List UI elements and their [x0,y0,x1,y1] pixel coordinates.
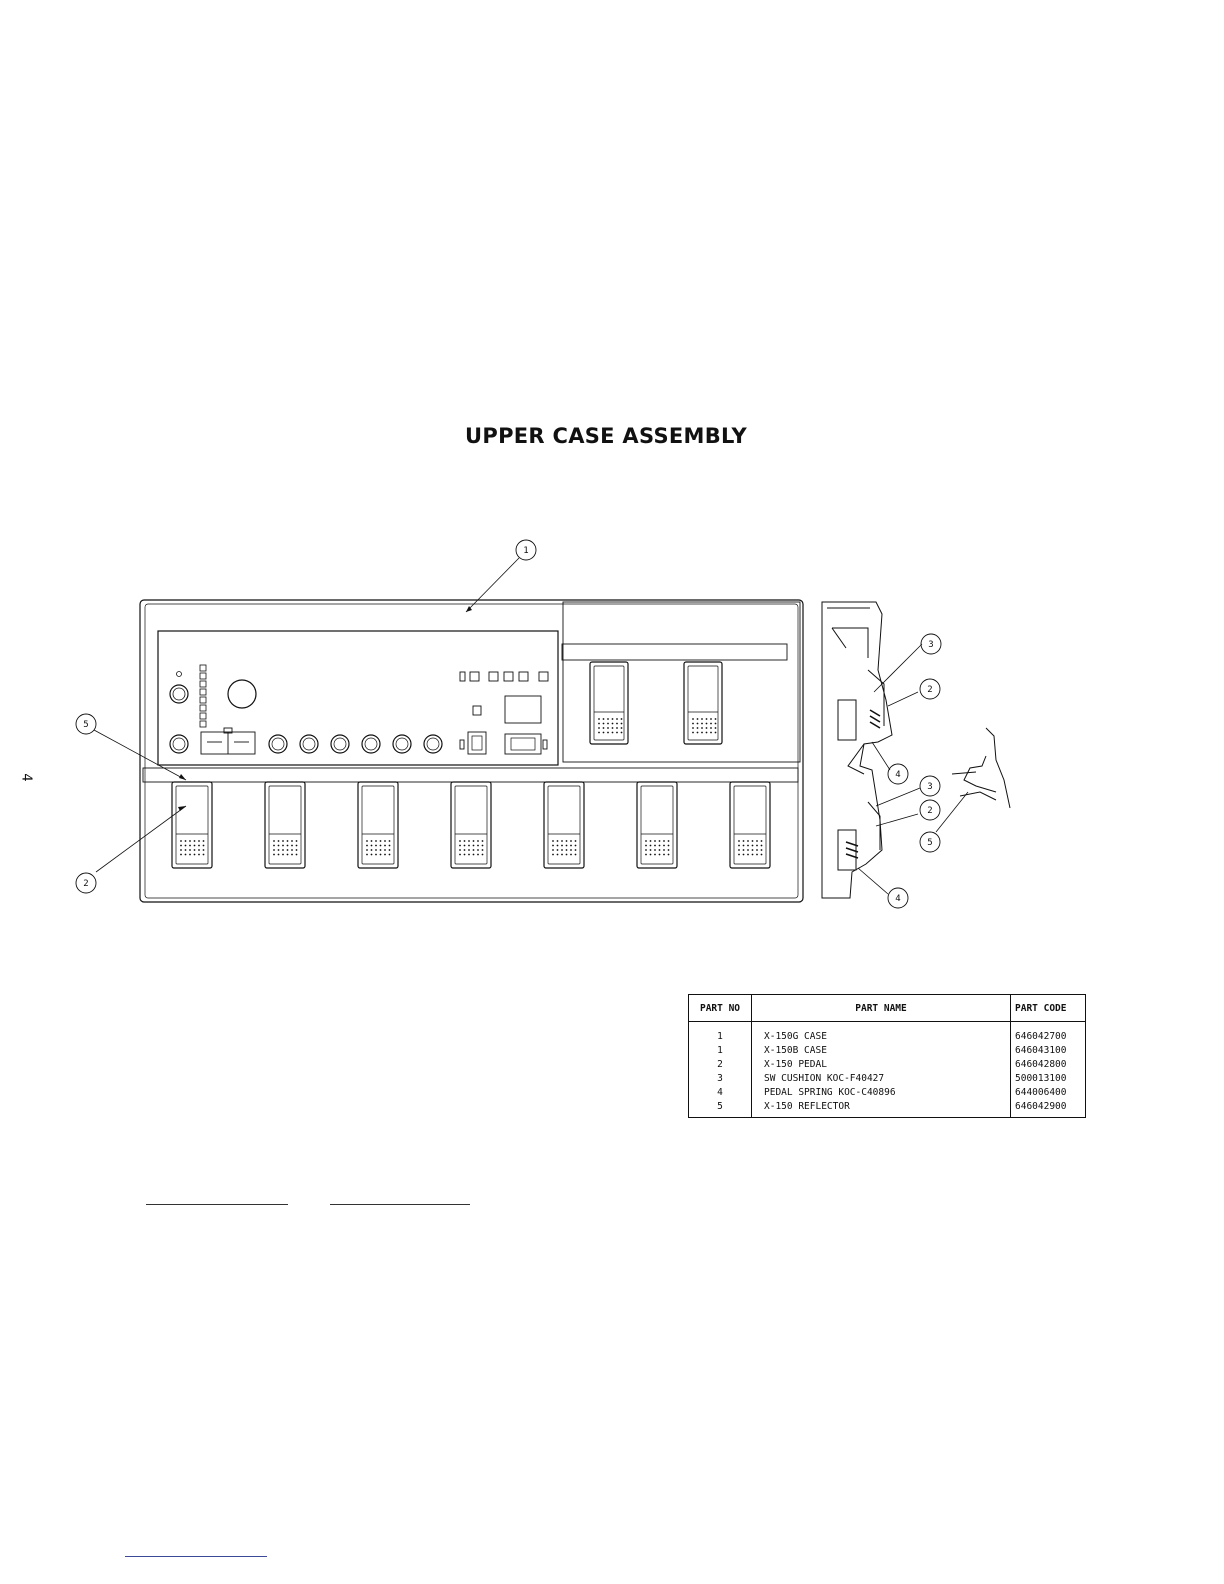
panel-buttons [460,672,548,715]
cell-part-name: X-150 REFLECTOR [752,1100,1011,1118]
table-header-row: PART NO PART NAME PART CODE [689,995,1086,1022]
cell-part-name: X-150 PEDAL [752,1058,1011,1072]
divider-line [330,1204,470,1205]
callout-5-label: 5 [83,720,88,730]
cell-part-code: 644006400 [1011,1086,1086,1100]
lower-pedals [172,782,770,868]
cell-part-no: 1 [689,1022,752,1045]
table-row: 2 X-150 PEDAL 646042800 [689,1058,1086,1072]
power-connector [201,728,255,754]
led-column [200,665,206,727]
header-part-name: PART NAME [752,995,1011,1022]
cell-part-name: X-150G CASE [752,1022,1011,1045]
reflector-detail [952,728,1010,808]
dial-icon [228,680,256,708]
callout-4-label: 4 [895,894,900,904]
header-part-code: PART CODE [1011,995,1086,1022]
cell-part-code: 646042700 [1011,1022,1086,1045]
cell-part-no: 2 [689,1058,752,1072]
cell-part-code: 646042900 [1011,1100,1086,1118]
table-row: 5 X-150 REFLECTOR 646042900 [689,1100,1086,1118]
callout-2-label: 2 [927,806,932,816]
cell-part-name: SW CUSHION KOC-F40427 [752,1072,1011,1086]
header-part-no: PART NO [689,995,752,1022]
upper-case-assembly-diagram: 1 5 2 3 2 4 3 2 5 4 [0,530,1224,910]
callout-2-label: 2 [83,879,88,889]
cell-part-name: X-150B CASE [752,1044,1011,1058]
cell-part-no: 5 [689,1100,752,1118]
cell-part-code: 500013100 [1011,1072,1086,1086]
divider-line [125,1556,267,1557]
callout-2-label: 2 [927,685,932,695]
divider-line [146,1204,288,1205]
callout-3-label: 3 [928,640,933,650]
cell-part-no: 1 [689,1044,752,1058]
table-row: 1 X-150B CASE 646043100 [689,1044,1086,1058]
callout-3-label: 3 [927,782,932,792]
table-row: 1 X-150G CASE 646042700 [689,1022,1086,1045]
upper-reflector-strip [562,644,787,660]
parts-table: PART NO PART NAME PART CODE 1 X-150G CAS… [688,994,1086,1118]
callout-5-label: 5 [927,838,932,848]
table-row: 3 SW CUSHION KOC-F40427 500013100 [689,1072,1086,1086]
control-panel-window [158,631,558,765]
jack-row [170,735,442,753]
page-title: UPPER CASE ASSEMBLY [0,424,1212,448]
cell-part-code: 646042800 [1011,1058,1086,1072]
display-window [505,696,541,723]
table-row: 4 PEDAL SPRING KOC-C40896 644006400 [689,1086,1086,1100]
cell-part-code: 646043100 [1011,1044,1086,1058]
cell-part-no: 3 [689,1072,752,1086]
side-section-view [822,602,892,898]
callout-1-label: 1 [523,546,528,556]
reflector-strip [143,768,798,782]
callout-4-label: 4 [895,770,900,780]
case-outline [140,600,803,902]
cell-part-no: 4 [689,1086,752,1100]
data-connectors [460,732,547,754]
cell-part-name: PEDAL SPRING KOC-C40896 [752,1086,1011,1100]
